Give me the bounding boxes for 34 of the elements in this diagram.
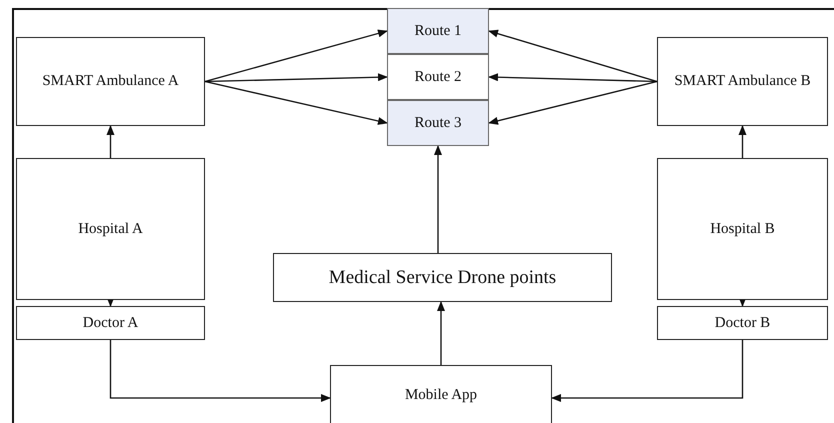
arrow [106, 125, 114, 158]
arrow [204, 73, 388, 82]
process-box [273, 253, 612, 302]
arrow [437, 301, 445, 365]
box-label: Medical Service Drone points [328, 266, 558, 290]
box-label: SMART Ambulance B [673, 72, 812, 91]
box-label: Mobile App [404, 386, 478, 404]
arrow [488, 80, 658, 125]
arrow [110, 340, 331, 402]
box-label: Route 1 [413, 22, 463, 40]
box-label: Route 2 [413, 68, 463, 86]
box-label: Doctor B [714, 314, 772, 332]
box-label: SMART Ambulance A [41, 72, 180, 91]
arrow [204, 30, 388, 82]
box-label: Hospital A [77, 220, 144, 238]
process-box [657, 37, 828, 126]
process-box [16, 158, 205, 300]
route-box [387, 54, 489, 100]
arrow [204, 80, 388, 125]
arrow [488, 30, 658, 82]
arrow [551, 340, 744, 402]
process-box [16, 306, 205, 340]
route-box [387, 8, 489, 54]
box-label: Route 3 [413, 114, 463, 132]
route-box [387, 100, 489, 146]
process-box [657, 158, 828, 300]
arrow [434, 145, 442, 253]
process-box [16, 37, 205, 126]
process-box [657, 306, 828, 340]
arrow [738, 125, 746, 158]
box-label: Doctor A [82, 314, 140, 332]
box-label: Hospital B [709, 220, 776, 238]
arrow [488, 73, 658, 82]
process-box [330, 365, 552, 423]
